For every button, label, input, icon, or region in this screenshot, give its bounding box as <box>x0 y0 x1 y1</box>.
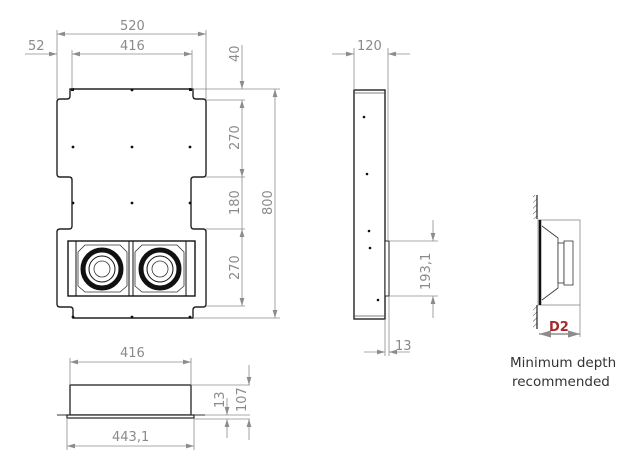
dim-bottom-inner-width: 416 <box>120 346 145 361</box>
dim-top-offset: 40 <box>228 45 243 62</box>
dim-speaker-height: 193,1 <box>419 253 434 290</box>
dim-segment-bottom: 270 <box>228 255 243 280</box>
dim-total-depth: 107 <box>235 387 250 412</box>
caption-line1: Minimum depth <box>510 355 616 371</box>
dim-flange-width: 443,1 <box>112 430 149 445</box>
dim-flange-thickness-side: 13 <box>395 339 412 354</box>
side-screw-holes <box>362 115 380 302</box>
woofer-left <box>80 247 124 291</box>
dim-inner-width: 416 <box>120 39 145 54</box>
detail-view: D2 Minimum depth recommended <box>510 195 616 390</box>
front-view: 520 416 52 40 270 180 270 800 <box>25 19 280 319</box>
caption-line2: recommended <box>512 374 610 390</box>
bottom-view: 416 443,1 13 107 <box>57 346 252 450</box>
dim-overall-height: 800 <box>261 190 276 215</box>
speaker-module <box>67 240 196 297</box>
dim-segment-middle: 180 <box>228 190 243 215</box>
depth-label-d2: D2 <box>549 320 569 335</box>
dim-flange-offset: 52 <box>28 39 45 54</box>
screw-holes <box>71 88 192 319</box>
dim-bottom-flange-thickness: 13 <box>213 391 228 408</box>
dim-segment-top: 270 <box>228 125 243 150</box>
dim-depth: 120 <box>357 39 382 54</box>
woofer-right <box>138 247 182 291</box>
dim-overall-width: 520 <box>120 19 145 34</box>
side-view: 120 193,1 13 <box>332 39 438 356</box>
